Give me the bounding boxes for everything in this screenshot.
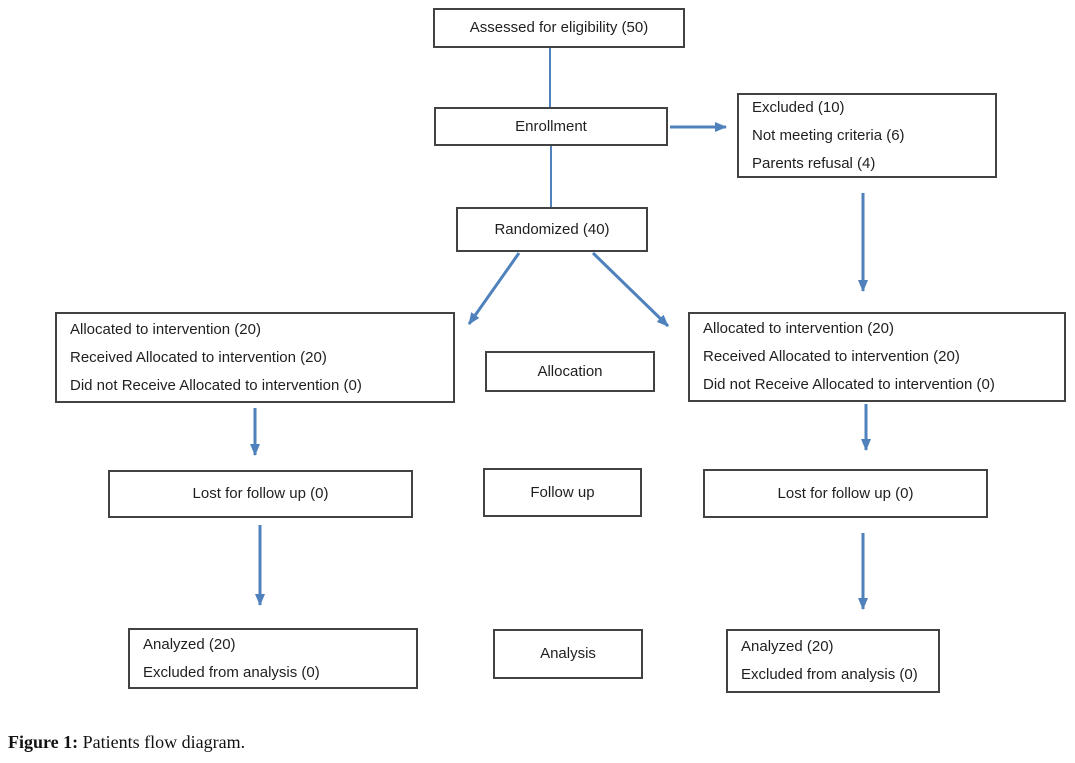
assessed-eligibility-label: Assessed for eligibility (50) bbox=[469, 19, 649, 36]
arrow-randomized-to-allocated-left bbox=[467, 252, 521, 325]
allocated-left-line: Allocated to intervention (20) bbox=[70, 320, 261, 338]
allocation-stage-label: Allocation bbox=[537, 362, 603, 380]
allocated-left-received-line: Received Allocated to intervention (20) bbox=[70, 348, 327, 366]
figure-caption-text: Patients flow diagram. bbox=[78, 732, 246, 752]
analysis-stage-box: Analysis bbox=[493, 629, 643, 679]
figure-caption: Figure 1: Patients flow diagram. bbox=[8, 732, 245, 753]
excluded-box: Excluded (10) Not meeting criteria (6) P… bbox=[737, 93, 997, 178]
followup-stage-label: Follow up bbox=[530, 483, 595, 501]
analyzed-left-count: Analyzed (20) bbox=[143, 635, 236, 653]
analysis-stage-label: Analysis bbox=[540, 645, 596, 662]
enrollment-stage-label: Enrollment bbox=[515, 117, 587, 135]
allocated-left-not-received-line: Did not Receive Allocated to interventio… bbox=[70, 376, 362, 394]
lost-followup-left-label: Lost for follow up (0) bbox=[192, 485, 329, 502]
analyzed-right-box: Analyzed (20) Excluded from analysis (0) bbox=[726, 629, 940, 693]
lost-followup-left-box: Lost for follow up (0) bbox=[108, 470, 413, 518]
allocated-right-not-received-line: Did not Receive Allocated to interventio… bbox=[703, 376, 995, 393]
excluded-parents-refusal: Parents refusal (4) bbox=[752, 154, 876, 172]
lost-followup-right-box: Lost for follow up (0) bbox=[703, 469, 988, 518]
assessed-eligibility-box: Assessed for eligibility (50) bbox=[433, 8, 685, 48]
allocation-stage-box: Allocation bbox=[485, 351, 655, 392]
allocated-intervention-right-box: Allocated to intervention (20) Received … bbox=[688, 312, 1066, 402]
arrow-randomized-to-allocated-right bbox=[591, 251, 670, 328]
excluded-total: Excluded (10) bbox=[752, 98, 845, 116]
enrollment-stage-box: Enrollment bbox=[434, 107, 668, 146]
analyzed-right-count: Analyzed (20) bbox=[741, 638, 834, 655]
allocated-right-received-line: Received Allocated to intervention (20) bbox=[703, 348, 960, 365]
allocated-right-line: Allocated to intervention (20) bbox=[703, 320, 894, 337]
allocated-intervention-left-box: Allocated to intervention (20) Received … bbox=[55, 312, 455, 403]
randomized-label: Randomized (40) bbox=[494, 220, 610, 238]
analyzed-left-box: Analyzed (20) Excluded from analysis (0) bbox=[128, 628, 418, 689]
figure-caption-prefix: Figure 1: bbox=[8, 732, 79, 752]
analyzed-left-excluded: Excluded from analysis (0) bbox=[143, 663, 320, 681]
excluded-not-meeting-criteria: Not meeting criteria (6) bbox=[752, 126, 905, 144]
followup-stage-box: Follow up bbox=[483, 468, 642, 517]
randomized-box: Randomized (40) bbox=[456, 207, 648, 252]
lost-followup-right-label: Lost for follow up (0) bbox=[777, 484, 914, 502]
analyzed-right-excluded: Excluded from analysis (0) bbox=[741, 666, 918, 683]
